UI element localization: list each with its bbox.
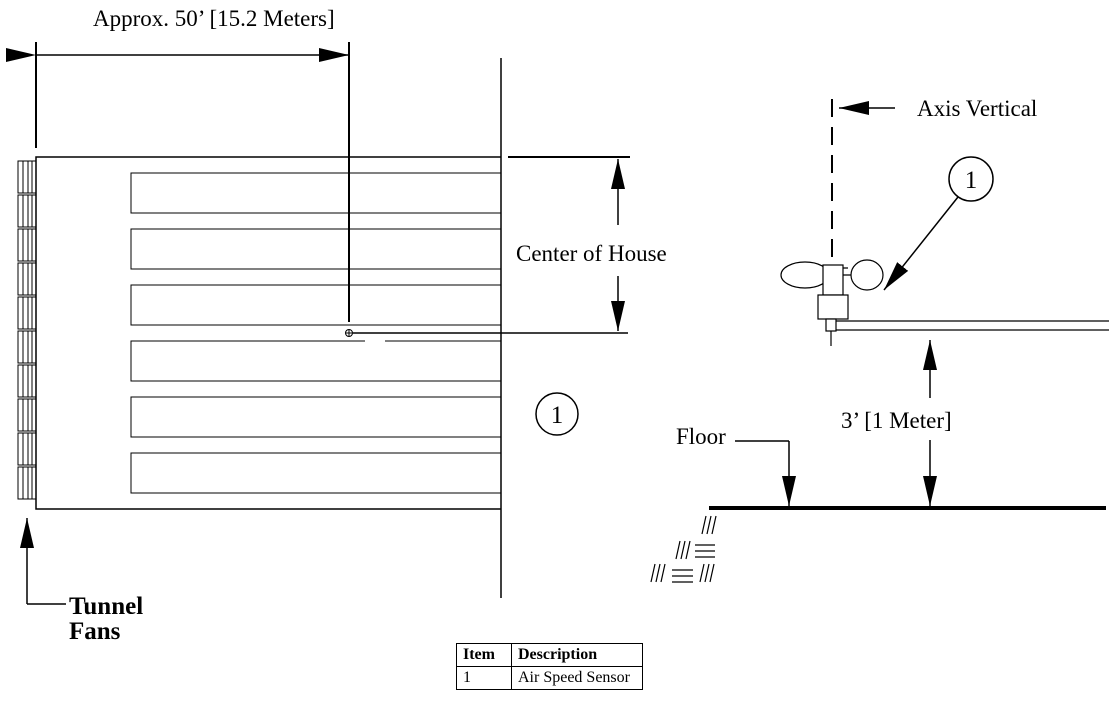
table-row: 1 Air Speed Sensor — [456, 666, 643, 690]
ground-hatch — [650, 515, 717, 583]
sensor-location-marker — [345, 329, 628, 343]
tunnel-fans-label-line1: Tunnel — [69, 593, 143, 620]
center-dimension: Center of House — [508, 156, 667, 331]
item-table-header: Item Description — [456, 643, 643, 667]
item-column-header: Item — [456, 643, 512, 667]
callout-plan: 1 — [535, 392, 579, 436]
floor: Floor — [676, 424, 1106, 510]
callout-sensor: 1 — [883, 156, 994, 291]
distance-dimension: Approx. 50’ [15.2 Meters] — [6, 6, 350, 322]
tunnel-fans — [17, 160, 37, 500]
house-plan — [17, 58, 628, 598]
pen-rows — [130, 172, 501, 494]
item-description-cell: Air Speed Sensor — [511, 666, 643, 690]
svg-text:1: 1 — [551, 402, 564, 429]
tunnel-fans-label-line2: Fans — [69, 618, 121, 645]
distance-label: Approx. 50’ [15.2 Meters] — [93, 6, 335, 31]
item-number-cell: 1 — [456, 666, 512, 690]
axis-vertical-label: Axis Vertical — [917, 96, 1037, 121]
floor-label: Floor — [676, 424, 726, 449]
tunnel-fans-callout: Tunnel Fans — [20, 518, 143, 645]
sensor-side-view: Axis Vertical 1 3’ [1 Meter] — [650, 96, 1109, 583]
item-table: Item Description 1 Air Speed Sensor — [456, 643, 643, 690]
air-speed-sensor-icon — [780, 259, 1109, 346]
height-label: 3’ [1 Meter] — [841, 408, 952, 433]
center-label: Center of House — [516, 241, 667, 266]
svg-text:1: 1 — [965, 167, 978, 194]
height-dimension: 3’ [1 Meter] — [841, 340, 952, 506]
description-column-header: Description — [511, 643, 643, 667]
